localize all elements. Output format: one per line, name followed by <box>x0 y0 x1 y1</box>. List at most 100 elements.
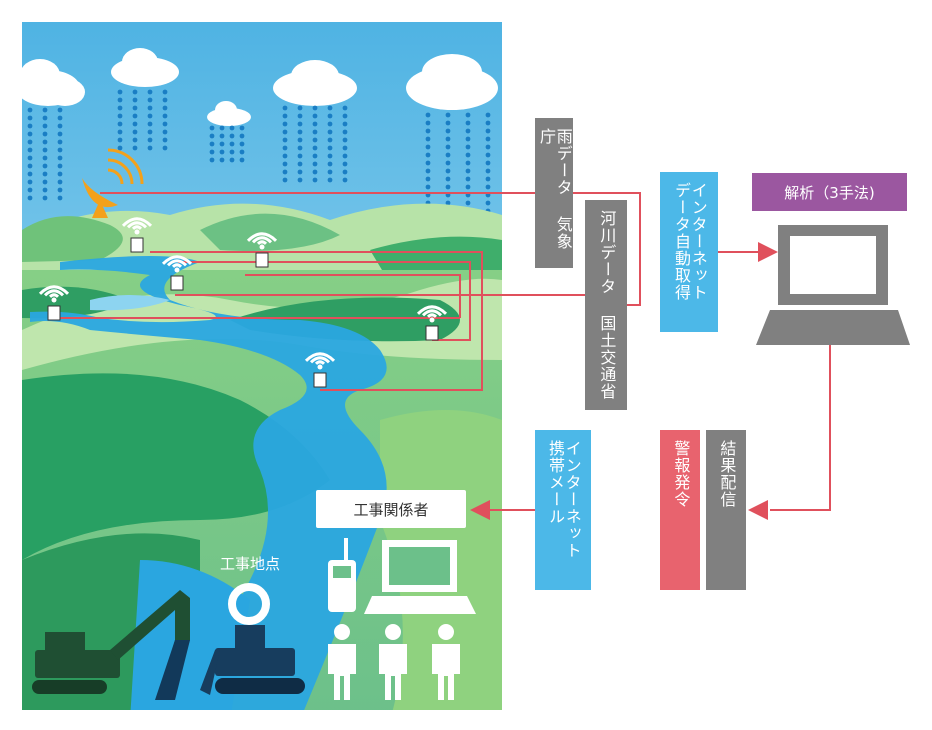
rain-dot <box>327 145 333 151</box>
stakeholders-label: 工事関係者 <box>316 490 466 528</box>
site-label: 工事地点 <box>219 554 280 573</box>
rain-dot <box>27 155 33 161</box>
rain-dot <box>282 129 288 135</box>
rain-dot <box>219 149 225 155</box>
rain-dot <box>297 105 303 111</box>
rain-dot <box>57 107 63 113</box>
rain-dot <box>485 112 491 118</box>
rain-dot <box>57 115 63 121</box>
rain-dot <box>117 121 123 127</box>
rain-dot <box>219 157 225 163</box>
person-icon <box>379 624 407 700</box>
rain-dot <box>42 163 48 169</box>
rain-dot <box>425 112 431 118</box>
rain-dot <box>162 121 168 127</box>
person-icon <box>432 624 460 700</box>
rain-dot <box>162 137 168 143</box>
rain-dot <box>42 179 48 185</box>
rain-dot <box>465 160 471 166</box>
rain-dot <box>57 139 63 145</box>
rain-dot <box>465 144 471 150</box>
rain-dot <box>297 177 303 183</box>
rain-dot <box>485 200 491 206</box>
warning-issued-label: 警報発令 <box>660 430 700 590</box>
rain-dot <box>162 97 168 103</box>
internet-mobile-mail-label: インターネット 携帯メール <box>535 430 591 590</box>
rain-dot <box>445 200 451 206</box>
rain-dot <box>465 152 471 158</box>
rain-dot <box>282 153 288 159</box>
rain-dot <box>219 141 225 147</box>
rain-dot <box>282 145 288 151</box>
rain-dot <box>117 129 123 135</box>
rain-dot <box>117 113 123 119</box>
rain-dot <box>209 141 215 147</box>
rain-dot <box>312 153 318 159</box>
rain-dot <box>425 128 431 134</box>
rain-dot <box>342 153 348 159</box>
rain-dot <box>297 161 303 167</box>
rain-dot <box>445 144 451 150</box>
site-ring-icon <box>228 583 270 625</box>
rain-dot <box>57 171 63 177</box>
rain-dot <box>219 133 225 139</box>
rain-dot <box>117 89 123 95</box>
rain-dot <box>465 112 471 118</box>
rain-dot <box>282 105 288 111</box>
rain-dot <box>282 169 288 175</box>
wifi-sensor-icon <box>161 255 193 291</box>
rain-dot <box>27 179 33 185</box>
rain-dot <box>57 179 63 185</box>
cloud-icon <box>22 48 498 126</box>
rain-data-label: 雨データ 気象庁 <box>535 118 573 268</box>
rain-dot <box>342 169 348 175</box>
rain-dot <box>239 149 245 155</box>
rain-dot <box>465 120 471 126</box>
rain-dot <box>445 176 451 182</box>
mobile-phone-icon <box>328 538 356 612</box>
rain-dot <box>239 157 245 163</box>
person-icon <box>328 624 356 700</box>
rain-dot <box>132 89 138 95</box>
rain-dot <box>312 177 318 183</box>
rain-dot <box>147 137 153 143</box>
rain-dot <box>445 128 451 134</box>
rain-dot <box>27 131 33 137</box>
rain-dot <box>425 144 431 150</box>
rain-dot <box>27 163 33 169</box>
rain-dot <box>162 113 168 119</box>
rain-dot <box>132 121 138 127</box>
rain-dot <box>312 113 318 119</box>
rain-dot <box>147 113 153 119</box>
rain-dot <box>132 97 138 103</box>
internet-auto-fetch-label: インターネット データ自動取得 <box>660 172 718 332</box>
rain-dot <box>327 113 333 119</box>
rain-dot <box>465 168 471 174</box>
rain-dot <box>282 177 288 183</box>
rain-dot <box>342 129 348 135</box>
rain-dot <box>42 155 48 161</box>
rain-dot <box>209 125 215 131</box>
rain-dot <box>42 107 48 113</box>
rain-dot <box>342 161 348 167</box>
rain-dot <box>229 125 235 131</box>
rain-dot <box>445 160 451 166</box>
rain-dot <box>485 128 491 134</box>
rain-dot <box>312 105 318 111</box>
rain-dot <box>42 115 48 121</box>
rain-dot <box>162 129 168 135</box>
rain-dot <box>117 145 123 151</box>
rain-dot <box>27 107 33 113</box>
rain-dot <box>162 89 168 95</box>
rain-dot <box>162 145 168 151</box>
rain-dot <box>239 133 245 139</box>
rain-dot <box>239 125 245 131</box>
rain-dot <box>327 169 333 175</box>
rain-dot <box>132 145 138 151</box>
rain-dot <box>485 136 491 142</box>
rain-dot <box>342 145 348 151</box>
rain-dot <box>147 89 153 95</box>
rain-dots <box>27 89 491 222</box>
rain-dot <box>465 136 471 142</box>
